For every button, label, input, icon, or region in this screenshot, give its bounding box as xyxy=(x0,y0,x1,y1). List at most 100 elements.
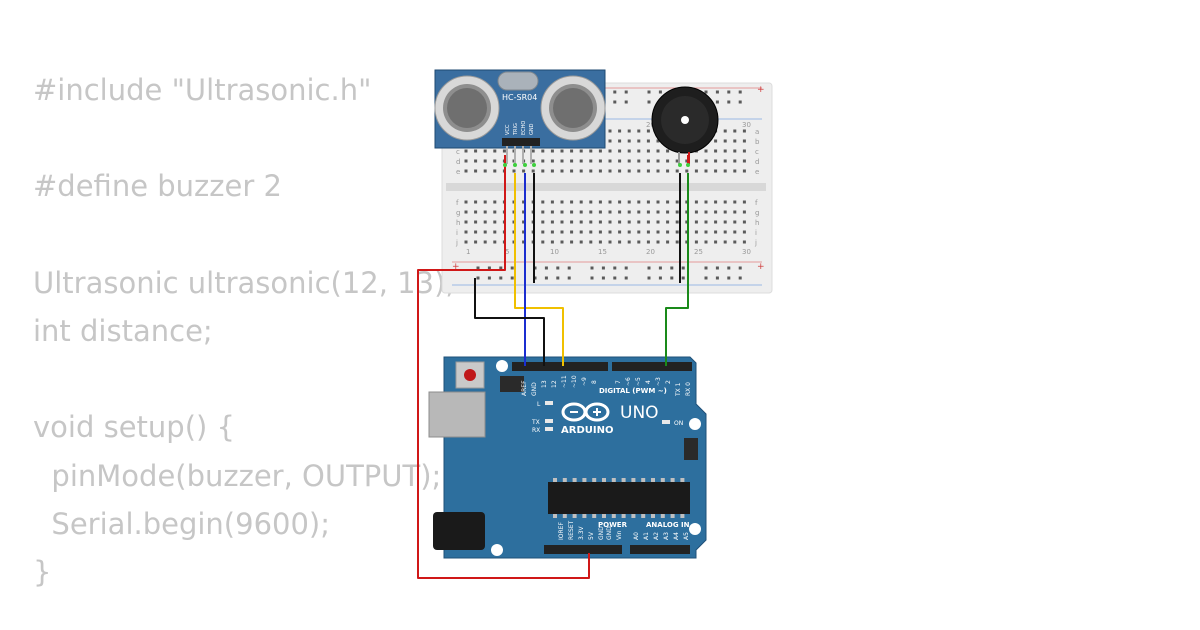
breadboard-hole[interactable] xyxy=(522,240,526,244)
rail-hole[interactable] xyxy=(670,266,674,270)
breadboard-hole[interactable] xyxy=(570,159,574,163)
rail-hole[interactable] xyxy=(738,266,742,270)
breadboard-hole[interactable] xyxy=(541,149,545,153)
breadboard-hole[interactable] xyxy=(656,139,660,143)
breadboard-hole[interactable] xyxy=(493,240,497,244)
breadboard-hole[interactable] xyxy=(646,240,650,244)
rail-hole[interactable] xyxy=(704,90,708,94)
rail-hole[interactable] xyxy=(658,266,662,270)
rail-hole[interactable] xyxy=(613,100,617,104)
buzzer-pin-negative[interactable] xyxy=(678,152,680,164)
rail-hole[interactable] xyxy=(715,100,719,104)
wire-buzzer-green[interactable] xyxy=(665,173,689,366)
rail-hole[interactable] xyxy=(727,90,731,94)
breadboard-hole[interactable] xyxy=(541,169,545,173)
breadboard-hole[interactable] xyxy=(560,220,564,224)
breadboard-hole[interactable] xyxy=(656,149,660,153)
breadboard-hole[interactable] xyxy=(570,210,574,214)
breadboard-hole[interactable] xyxy=(522,230,526,234)
breadboard-hole[interactable] xyxy=(723,210,727,214)
breadboard-hole[interactable] xyxy=(608,240,612,244)
breadboard-hole[interactable] xyxy=(666,200,670,204)
breadboard-hole[interactable] xyxy=(522,210,526,214)
breadboard-hole[interactable] xyxy=(675,230,679,234)
rail-hole[interactable] xyxy=(601,276,605,280)
breadboard-hole[interactable] xyxy=(675,200,679,204)
breadboard-hole[interactable] xyxy=(627,220,631,224)
sensor-pin-gnd[interactable] xyxy=(530,146,532,164)
breadboard-hole[interactable] xyxy=(675,210,679,214)
breadboard-hole[interactable] xyxy=(666,240,670,244)
breadboard-hole[interactable] xyxy=(474,220,478,224)
breadboard-hole[interactable] xyxy=(464,169,468,173)
rail-hole[interactable] xyxy=(567,266,571,270)
breadboard-hole[interactable] xyxy=(627,230,631,234)
breadboard-hole[interactable] xyxy=(579,169,583,173)
breadboard-hole[interactable] xyxy=(733,210,737,214)
breadboard-hole[interactable] xyxy=(627,159,631,163)
breadboard-hole[interactable] xyxy=(493,220,497,224)
breadboard-hole[interactable] xyxy=(637,159,641,163)
breadboard-hole[interactable] xyxy=(541,240,545,244)
breadboard-hole[interactable] xyxy=(579,149,583,153)
breadboard-hole[interactable] xyxy=(618,129,622,133)
rail-hole[interactable] xyxy=(715,266,719,270)
breadboard-hole[interactable] xyxy=(646,129,650,133)
breadboard-hole[interactable] xyxy=(550,220,554,224)
breadboard-hole[interactable] xyxy=(656,220,660,224)
breadboard-hole[interactable] xyxy=(714,139,718,143)
breadboard-hole[interactable] xyxy=(627,139,631,143)
breadboard-hole[interactable] xyxy=(723,129,727,133)
rail-hole[interactable] xyxy=(476,266,480,270)
rail-hole[interactable] xyxy=(613,90,617,94)
rail-hole[interactable] xyxy=(647,100,651,104)
breadboard-hole[interactable] xyxy=(637,129,641,133)
breadboard-hole[interactable] xyxy=(493,230,497,234)
breadboard-hole[interactable] xyxy=(579,159,583,163)
breadboard-hole[interactable] xyxy=(608,210,612,214)
breadboard-hole[interactable] xyxy=(675,169,679,173)
breadboard-hole[interactable] xyxy=(637,169,641,173)
breadboard-hole[interactable] xyxy=(694,240,698,244)
breadboard-hole[interactable] xyxy=(483,169,487,173)
wire-gnd-black-to-arduino[interactable] xyxy=(474,278,545,366)
rail-hole[interactable] xyxy=(658,276,662,280)
breadboard-hole[interactable] xyxy=(464,220,468,224)
breadboard-hole[interactable] xyxy=(666,149,670,153)
breadboard-hole[interactable] xyxy=(694,169,698,173)
breadboard-hole[interactable] xyxy=(474,210,478,214)
breadboard-hole[interactable] xyxy=(637,220,641,224)
breadboard-hole[interactable] xyxy=(685,200,689,204)
breadboard-hole[interactable] xyxy=(714,149,718,153)
rail-hole[interactable] xyxy=(670,276,674,280)
breadboard-hole[interactable] xyxy=(656,240,660,244)
breadboard-hole[interactable] xyxy=(598,230,602,234)
breadboard-hole[interactable] xyxy=(512,169,516,173)
breadboard-hole[interactable] xyxy=(666,220,670,224)
breadboard-hole[interactable] xyxy=(493,210,497,214)
ultrasonic-sensor[interactable]: HC-SR04 VCC TRIG ECHO GND xyxy=(434,69,606,164)
analog-header[interactable] xyxy=(630,545,690,554)
breadboard-hole[interactable] xyxy=(541,200,545,204)
rail-hole[interactable] xyxy=(613,276,617,280)
breadboard-hole[interactable] xyxy=(704,220,708,224)
breadboard-hole[interactable] xyxy=(474,149,478,153)
rail-hole[interactable] xyxy=(658,90,662,94)
breadboard-hole[interactable] xyxy=(464,230,468,234)
breadboard-hole[interactable] xyxy=(723,200,727,204)
breadboard-hole[interactable] xyxy=(742,220,746,224)
rail-hole[interactable] xyxy=(738,276,742,280)
breadboard-hole[interactable] xyxy=(474,200,478,204)
breadboard-hole[interactable] xyxy=(637,240,641,244)
breadboard-hole[interactable] xyxy=(598,149,602,153)
breadboard-hole[interactable] xyxy=(685,210,689,214)
rail-hole[interactable] xyxy=(647,276,651,280)
breadboard-hole[interactable] xyxy=(723,240,727,244)
breadboard-hole[interactable] xyxy=(474,159,478,163)
breadboard-hole[interactable] xyxy=(694,200,698,204)
breadboard-hole[interactable] xyxy=(656,169,660,173)
breadboard-hole[interactable] xyxy=(637,149,641,153)
rail-hole[interactable] xyxy=(590,276,594,280)
breadboard-hole[interactable] xyxy=(550,169,554,173)
breadboard-hole[interactable] xyxy=(637,200,641,204)
